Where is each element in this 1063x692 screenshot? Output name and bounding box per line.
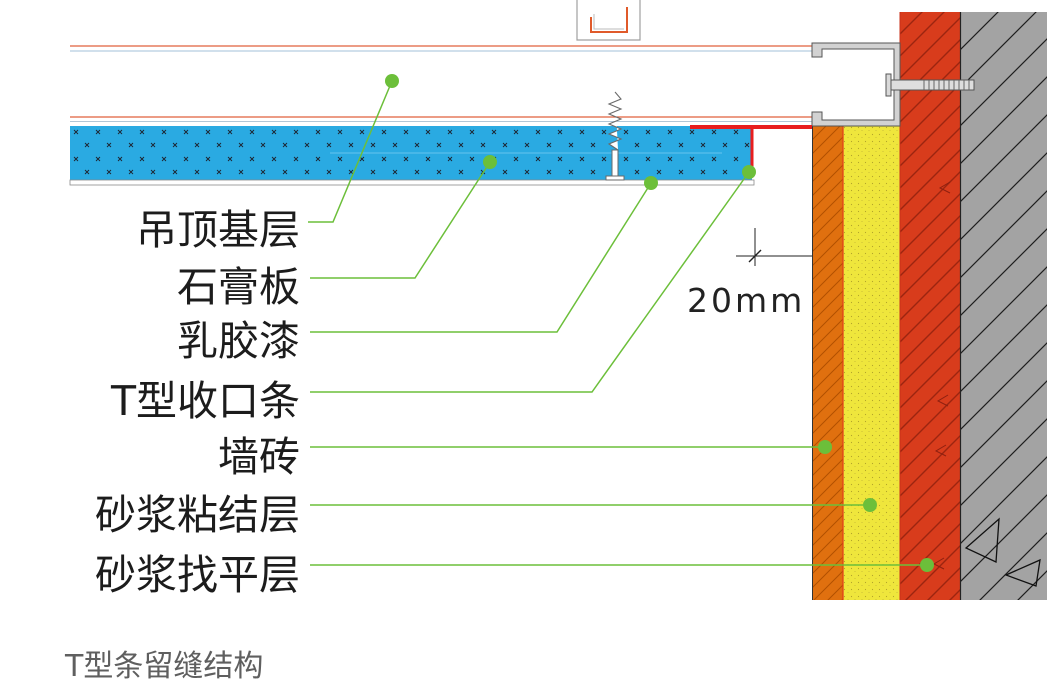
brick-wall-layer (900, 12, 960, 600)
leader-gypsum-board (310, 161, 491, 279)
mortar-bond-layer (843, 126, 900, 600)
gap-dimension: 20mm (687, 228, 812, 320)
figure-caption: T型条留缝结构 (64, 649, 263, 684)
dot-mortar-level (920, 558, 934, 572)
leader-latex-paint (310, 182, 652, 333)
layer-labels: 吊顶基层 石膏板 乳胶漆 T型收口条 墙砖 砂浆粘结层 砂浆找平层 (95, 206, 300, 599)
label-t-trim: T型收口条 (110, 377, 300, 425)
leader-t-trim (310, 171, 750, 393)
wall-tile-layer (812, 126, 843, 600)
drywall-screw (605, 91, 625, 181)
ceiling-base-layer (70, 45, 812, 122)
ceiling-hanger (576, 0, 641, 41)
leader-ceiling-base (308, 80, 393, 223)
latex-paint-layer (69, 179, 755, 186)
dot-t-trim (742, 165, 756, 179)
label-wall-tile: 墙砖 (218, 433, 300, 481)
leader-lines (308, 80, 927, 566)
dot-latex-paint (644, 176, 658, 190)
dot-gypsum-board (483, 155, 497, 169)
concrete-wall-layer (960, 12, 1047, 600)
label-ceiling-base: 吊顶基层 (136, 206, 300, 254)
wall-section (812, 12, 1047, 600)
dot-mortar-bond (863, 498, 877, 512)
label-mortar-level: 砂浆找平层 (95, 551, 300, 599)
dot-wall-tile (818, 440, 832, 454)
ceiling-channel-bracket (811, 42, 901, 127)
label-mortar-bond: 砂浆粘结层 (95, 491, 300, 539)
dimension-label: 20mm (687, 281, 805, 320)
label-gypsum-board: 石膏板 (177, 263, 300, 311)
brick-marks (932, 181, 951, 570)
concrete-aggregate-marks (964, 517, 1041, 587)
label-latex-paint: 乳胶漆 (177, 317, 300, 365)
leader-dots (385, 74, 934, 572)
wall-anchor-bolt (885, 73, 975, 97)
dot-ceiling-base (385, 74, 399, 88)
